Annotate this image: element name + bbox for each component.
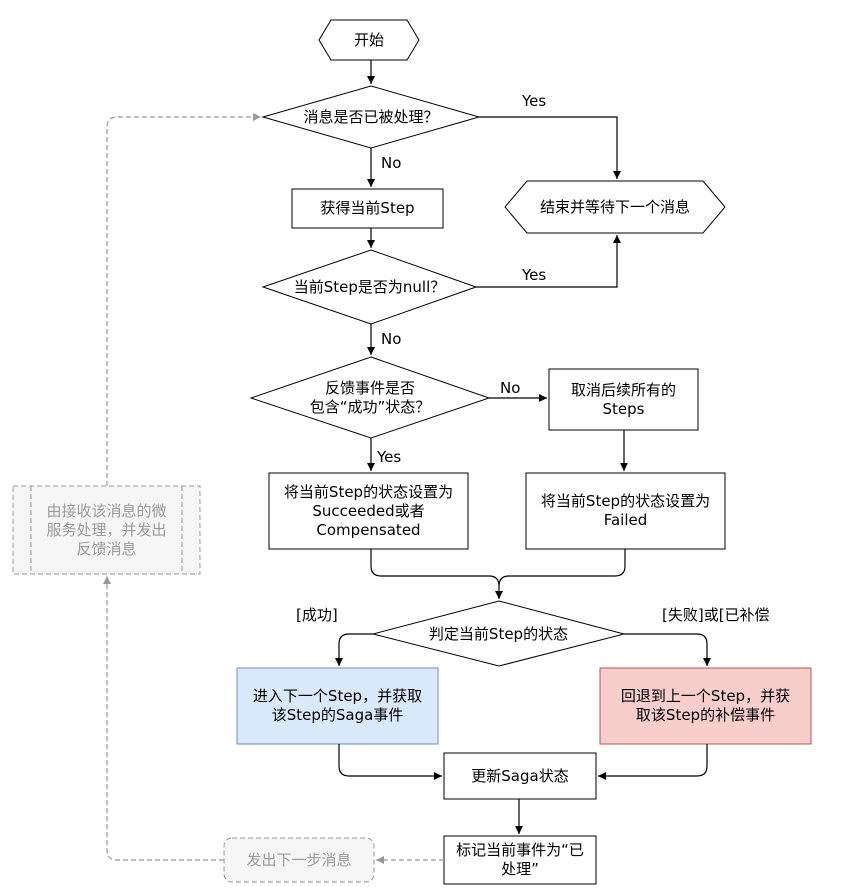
start-shape bbox=[318, 19, 420, 61]
edge-label-processed-yes: Yes bbox=[522, 92, 547, 110]
send-next-label: 发出下一步消息 bbox=[246, 850, 352, 869]
next-step-label: 进入下一个Step，并获取 该Step的Saga事件 bbox=[252, 687, 423, 724]
edge-label-success-yes: Yes bbox=[377, 448, 402, 466]
edge-label-processed-no: No bbox=[381, 154, 402, 172]
end-wait-label: 结束并等待下一个消息 bbox=[539, 197, 690, 216]
rollback-label: 回退到上一个Step，并获 取该Step的补偿事件 bbox=[620, 687, 791, 724]
check-null-label: 当前Step是否为null？ bbox=[293, 277, 446, 296]
rollback-shape bbox=[599, 667, 812, 745]
check-success-label: 反馈事件是否 包含“成功”状态？ bbox=[309, 379, 431, 416]
dashed-connectors bbox=[103, 113, 444, 864]
edge-label-success-no: No bbox=[500, 379, 521, 397]
cancel-steps-shape bbox=[548, 368, 699, 431]
update-saga-shape bbox=[443, 752, 597, 800]
judge-state-shape bbox=[372, 600, 626, 667]
set-failed-shape bbox=[525, 472, 726, 550]
mark-processed-shape bbox=[443, 835, 597, 885]
set-failed-label: 将当前Step的状态设置为 Failed bbox=[540, 492, 711, 529]
judge-state-label: 判定当前Step的状态 bbox=[428, 624, 569, 643]
get-step-shape bbox=[291, 188, 444, 229]
cancel-steps-label: 取消后续所有的 Steps bbox=[570, 380, 676, 418]
edge-label-null-no: No bbox=[381, 330, 402, 348]
set-succeeded-label: 将当前Step的状态设置为 Succeeded或者 Compensated bbox=[283, 482, 454, 539]
edge-label-judge-success: [成功] bbox=[296, 606, 338, 624]
next-step-shape bbox=[236, 667, 439, 745]
mark-processed-label: 标记当前事件为“已 处理” bbox=[456, 841, 584, 878]
feedback-service-shape bbox=[12, 485, 201, 575]
start-label: 开始 bbox=[353, 30, 384, 49]
update-saga-label: 更新Saga状态 bbox=[471, 766, 569, 785]
edge-label-judge-fail: [失败]或[已补偿 bbox=[662, 606, 770, 624]
connectors bbox=[335, 60, 711, 834]
end-wait-shape bbox=[504, 180, 726, 234]
check-processed-label: 消息是否已被处理？ bbox=[303, 107, 439, 126]
get-step-label: 获得当前Step bbox=[320, 199, 415, 217]
feedback-service-label: 由接收该消息的微 服务处理，并发出 反馈消息 bbox=[46, 501, 167, 558]
set-succeeded-shape bbox=[268, 472, 469, 550]
edge-label-null-yes: Yes bbox=[522, 266, 547, 284]
